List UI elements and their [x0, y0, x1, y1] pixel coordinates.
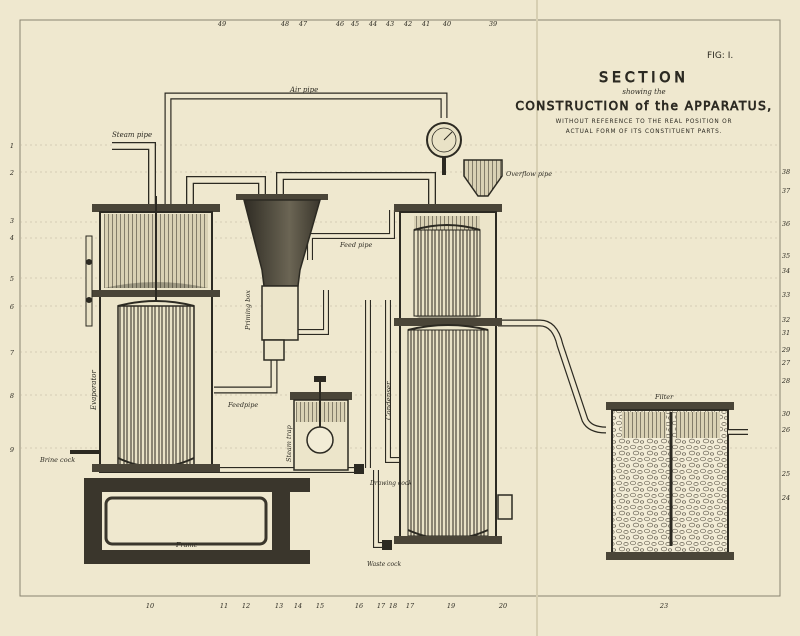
feed-pipe-upper-label: Feed pipe: [339, 241, 372, 249]
plate-border: [19, 19, 781, 597]
bottom-scale-number: 19: [447, 602, 455, 610]
right-scale-number: 38: [782, 168, 790, 176]
steam-trap-label: Steam trap: [285, 424, 293, 462]
bottom-scale-number: 23: [659, 602, 668, 610]
right-scale-number: 30: [782, 410, 790, 418]
bottom-scale-number: 18: [389, 602, 397, 610]
bottom-scale-number: 15: [316, 602, 324, 610]
top-scale-number: 49: [217, 20, 226, 28]
condenser: [394, 159, 513, 544]
evaporator-label: Evaporator: [90, 370, 98, 411]
bottom-scale-number: 17: [377, 602, 386, 610]
left-scale-number: 1: [10, 142, 14, 150]
evaporator: [85, 196, 220, 473]
right-scale: 38 37 36 35 34 33 32 31 29 27 28 30 26 25 24: [781, 168, 791, 502]
left-scale: 1 2 3 4 5 6 7 8 9: [9, 142, 15, 454]
filter-label: Filter: [654, 393, 674, 401]
steam-trap: [290, 376, 352, 471]
left-scale-number: 3: [10, 217, 14, 225]
right-scale-number: 34: [782, 267, 790, 275]
bottom-scale-number: 16: [355, 602, 363, 610]
drawing-cock-label: Drawing cock: [369, 480, 412, 487]
steam-pipe: [112, 142, 156, 220]
air-pipe: [164, 92, 448, 205]
right-scale-number: 31: [782, 329, 790, 337]
left-scale-number: 9: [10, 446, 14, 454]
top-scale-number: 48: [280, 20, 289, 28]
construction-title: CONSTRUCTION of the APPARATUS,: [515, 99, 772, 113]
right-scale-number: 26: [781, 426, 790, 434]
connecting-pipes: [186, 172, 607, 548]
frame-label: Frame: [175, 541, 198, 549]
note-line-2: ACTUAL FORM OF ITS CONSTITUENT PARTS.: [566, 129, 722, 135]
feed-pipe-lower-label: Feedpipe: [227, 401, 258, 409]
figure-number: FIG: I.: [707, 51, 733, 61]
right-scale-number: 24: [781, 494, 790, 502]
left-scale-number: 6: [10, 303, 14, 311]
pressure-gauge: [426, 122, 462, 175]
note-line-1: WITHOUT REFERENCE TO THE REAL POSITION O…: [556, 119, 733, 125]
right-scale-number: 36: [782, 220, 790, 228]
showing-text: showing the: [622, 88, 665, 96]
right-scale-number: 27: [781, 359, 791, 367]
top-scale-number: 41: [421, 20, 430, 28]
right-scale-number: 37: [782, 187, 791, 195]
top-scale-number: 45: [350, 20, 359, 28]
left-scale-number: 2: [9, 169, 14, 177]
right-scale-number: 33: [782, 291, 790, 299]
bottom-scale-number: 20: [498, 602, 507, 610]
top-scale: 49 48 47 46 45 44 43 42 41 40 39: [217, 20, 497, 28]
right-scale-number: 28: [781, 377, 790, 385]
waste-cock-label: Waste cock: [367, 561, 402, 568]
right-scale-number: 29: [781, 346, 790, 354]
filter: [606, 402, 748, 560]
left-scale-number: 8: [10, 392, 14, 400]
top-scale-number: 40: [442, 20, 451, 28]
right-scale-number: 25: [781, 470, 790, 478]
bottom-scale-number: 14: [294, 602, 302, 610]
overflow-pipe-label: Overflow pipe: [506, 170, 552, 178]
bottom-scale-number: 10: [146, 602, 154, 610]
priming-box: [236, 194, 328, 361]
steam-pipe-label: Steam pipe: [112, 131, 152, 139]
top-scale-number: 46: [335, 20, 344, 28]
frame: [84, 478, 310, 564]
top-scale-number: 47: [298, 20, 308, 28]
top-scale-number: 44: [368, 20, 377, 28]
right-scale-number: 32: [782, 316, 790, 324]
top-scale-number: 43: [385, 20, 394, 28]
cock-valves: [354, 464, 392, 550]
brine-cock-label: Brine cock: [39, 456, 75, 464]
right-scale-number: 35: [782, 252, 790, 260]
top-scale-number: 42: [403, 20, 412, 28]
section-title: SECTION: [599, 70, 689, 86]
bottom-scale-number: 12: [242, 602, 250, 610]
air-pipe-label: Air pipe: [289, 86, 318, 94]
left-scale-number: 7: [10, 349, 15, 357]
top-scale-number: 39: [489, 20, 497, 28]
condenser-label: Condenser: [385, 381, 393, 420]
left-scale-number: 4: [9, 234, 14, 242]
priming-box-label: Priming box: [244, 290, 252, 331]
left-scale-number: 5: [10, 275, 14, 283]
bottom-scale-number: 13: [275, 602, 283, 610]
bottom-scale-number: 17: [406, 602, 415, 610]
bottom-scale-number: 11: [220, 602, 228, 610]
